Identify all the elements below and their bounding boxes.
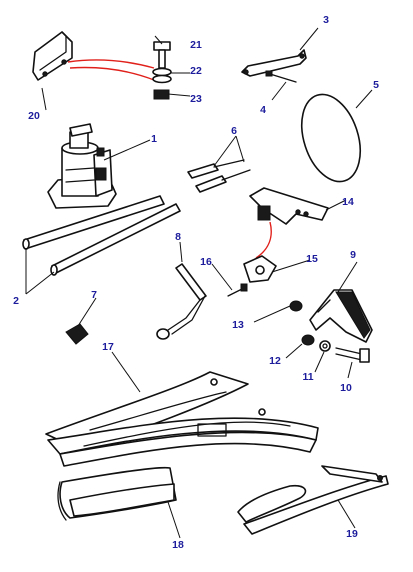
part-3-bracket [241,49,307,77]
callout-2: 2 [13,295,19,307]
callout-17: 17 [102,341,114,353]
part-13-nut [289,300,303,312]
red-link-14-15 [255,221,272,259]
callout-16: 16 [200,256,212,268]
callout-14: 14 [342,196,354,208]
callout-1: 1 [151,133,157,145]
part-20-bracket [32,31,73,81]
part-22-washers [152,67,172,84]
callout-23: 23 [190,93,202,105]
part-12-washer [301,334,315,346]
callout-18: 18 [172,539,184,551]
part-11-washer [319,340,331,352]
part-18-tool-roll [57,466,177,521]
part-5-disc-cover [300,93,362,183]
part-8-crank [156,263,207,340]
part-9-chock [309,289,373,343]
part-4-pin [265,70,297,83]
part-1-jack [47,123,117,209]
part-6-tools [187,159,251,193]
callout-3: 3 [323,14,329,26]
part-10-bolt [335,347,370,363]
callout-12: 12 [269,355,281,367]
part-16-pin [227,283,248,297]
part-23-nut [153,89,170,100]
red-link-20-21 [67,59,155,69]
part-lock-cylinder [257,205,271,221]
part-17-tool-roll [45,371,319,467]
callout-7: 7 [91,289,97,301]
callout-13: 13 [232,319,244,331]
part-21-bolt [153,41,171,69]
callout-10: 10 [340,382,352,394]
part-19-strap [237,465,389,535]
leader-lines [25,27,373,539]
callout-8: 8 [175,231,181,243]
part-7-grommet [65,323,89,345]
callout-19: 19 [346,528,358,540]
callout-9: 9 [350,249,356,261]
part-2-handle-tubes [22,195,181,276]
callout-15: 15 [306,253,318,265]
callout-5: 5 [373,79,379,91]
callout-21: 21 [190,39,202,51]
callout-6: 6 [231,125,237,137]
callout-20: 20 [28,110,40,122]
red-link-20-22 [69,66,155,81]
callout-11: 11 [302,371,313,383]
part-15-lock [243,255,277,283]
callout-22: 22 [190,65,202,77]
callout-4: 4 [260,104,266,116]
